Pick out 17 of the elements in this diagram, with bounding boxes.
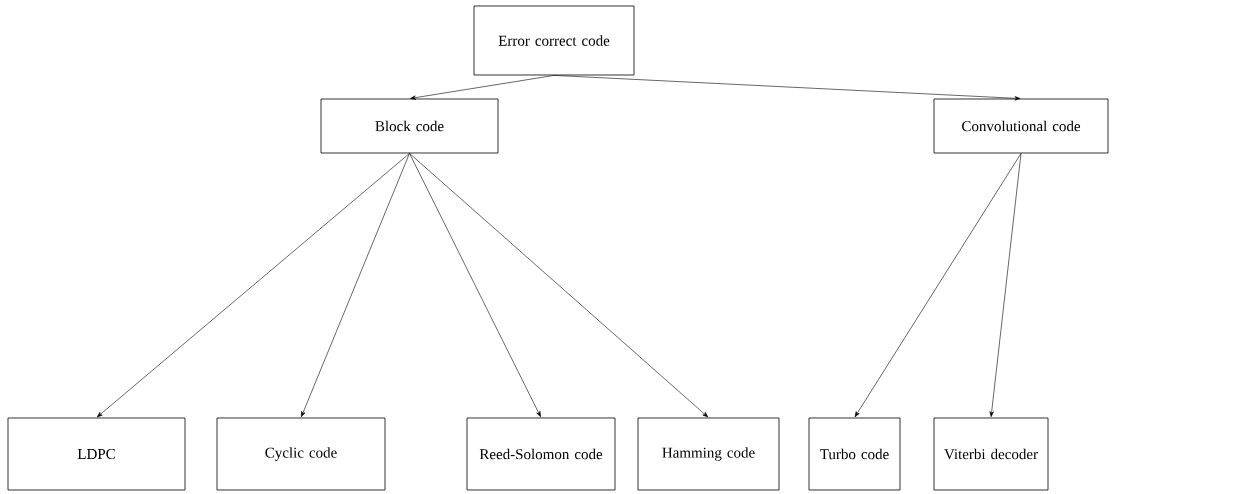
arrow [989, 153, 1022, 417]
arrow [410, 75, 555, 100]
process-box: Error correct code [473, 5, 635, 76]
process-box: Reed-Solomon code [466, 417, 616, 491]
process-box: Block code [320, 98, 499, 154]
arrow [409, 153, 541, 418]
process-box: Cyclic code [216, 417, 386, 491]
arrow [409, 153, 709, 418]
arrow [553, 75, 1021, 101]
process-box: Convolutional code [933, 98, 1109, 154]
process-box: Hamming code [637, 417, 780, 491]
process-box: LDPC [7, 417, 186, 491]
arrow [854, 153, 1022, 418]
process-box: Viterbi decoder [933, 417, 1049, 491]
arrow [96, 153, 410, 418]
arrow [301, 153, 410, 418]
process-box: Turbo code [808, 417, 901, 491]
